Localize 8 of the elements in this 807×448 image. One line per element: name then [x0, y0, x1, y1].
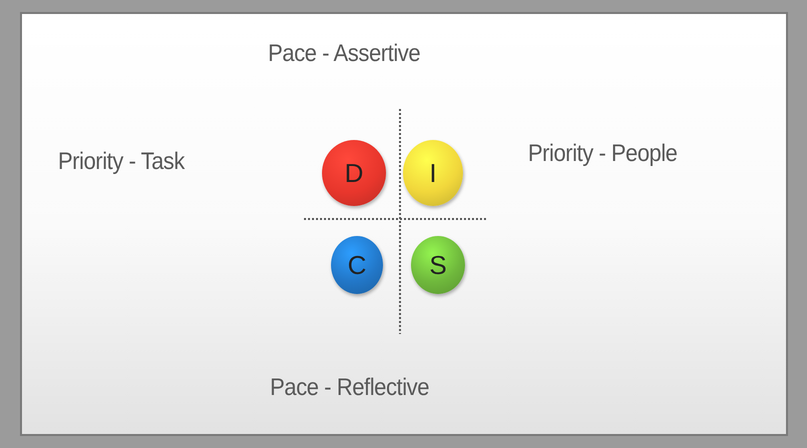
axis-label: Pace - Reflective	[270, 374, 430, 402]
letter-circle: C	[331, 236, 383, 294]
letter-circle: S	[411, 236, 465, 294]
axis-label: Priority - Task	[58, 148, 184, 176]
axis-label: Pace - Assertive	[268, 40, 420, 68]
letter-circle: D	[322, 140, 386, 206]
letter-circle: I	[403, 140, 463, 206]
axis-label: Priority - People	[528, 140, 678, 168]
